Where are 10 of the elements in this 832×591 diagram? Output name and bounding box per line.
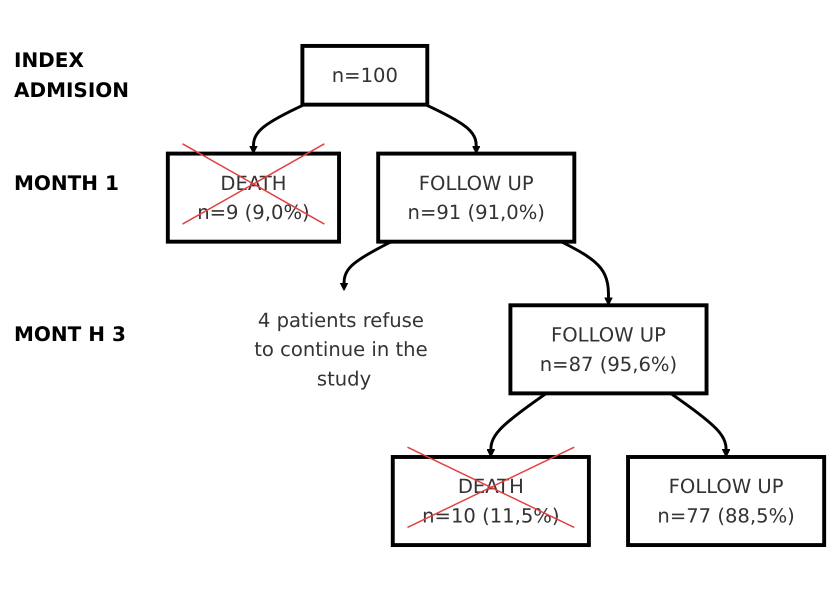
node-box: n=100 <box>300 44 430 107</box>
row-label: INDEX ADMISION <box>14 47 130 104</box>
row-label: MONTH 1 <box>14 170 120 197</box>
row-label: MONT H 3 <box>14 321 127 348</box>
node-box: FOLLOW UP n=87 (95,6%) <box>508 303 708 396</box>
arrow <box>424 103 481 154</box>
node-box: FOLLOW UP n=91 (91,0%) <box>376 152 576 244</box>
node-box: FOLLOW UP n=77 (88,5%) <box>626 455 826 548</box>
node-text: 4 patients refuse to continue in the study <box>254 308 428 390</box>
arrow <box>249 103 305 154</box>
